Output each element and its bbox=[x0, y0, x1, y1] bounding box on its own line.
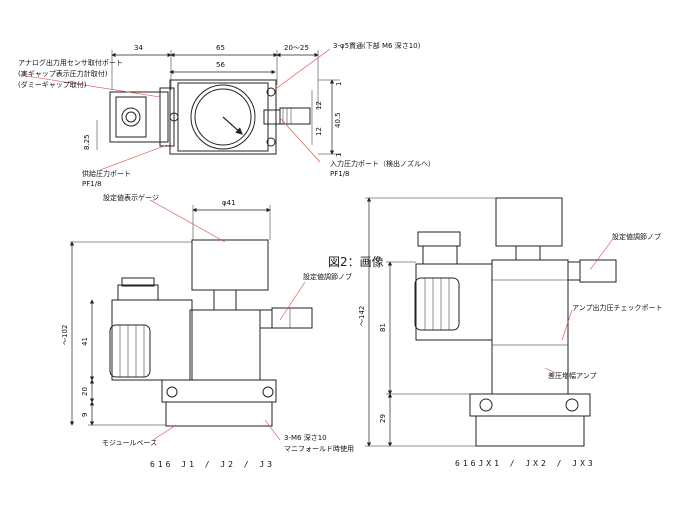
top-view bbox=[19, 48, 340, 171]
dim-40-5: 40.5 bbox=[334, 112, 342, 128]
callout-supply-thread: PF1/8 bbox=[82, 180, 102, 188]
callout-input-thread: PF1/8 bbox=[330, 170, 350, 178]
model-left: 616 J1 / J2 / J3 bbox=[150, 460, 276, 469]
callout-input-port: 入力圧力ポート（検出ノズルへ） bbox=[330, 160, 435, 168]
dim-dia-41: φ41 bbox=[222, 199, 236, 207]
dim-9: 9 bbox=[81, 412, 89, 417]
right-side-view bbox=[365, 197, 617, 447]
dim-1-a: 1 bbox=[335, 81, 343, 86]
model-right: 616JX1 / JX2 / JX3 bbox=[455, 459, 596, 468]
callout-analog-port-sub1: (実ギャップ表示圧力計取付) bbox=[18, 70, 108, 78]
callout-analog-port-sub2: (ダミーギャップ取付) bbox=[18, 81, 87, 89]
callout-analog-port: アナログ出力用センサ取付ポート bbox=[18, 59, 123, 67]
callout-m6: 3-M6 深さ10 bbox=[284, 434, 327, 442]
dim-12-a: 12 bbox=[315, 101, 323, 110]
dim-81: 81 bbox=[379, 323, 387, 332]
dim-8-25: 8.25 bbox=[83, 134, 91, 150]
callout-adjust-right: 設定値調節ノブ bbox=[612, 233, 661, 241]
dim-20: 20 bbox=[81, 387, 89, 396]
callout-gauge: 設定値表示ゲージ bbox=[103, 194, 159, 202]
callout-adjust-left: 設定値調節ノブ bbox=[303, 273, 352, 281]
dim-56: 56 bbox=[216, 61, 225, 69]
callout-supply-port: 供給圧力ポート bbox=[82, 170, 131, 178]
callout-manifold: マニフォールド時使用 bbox=[284, 445, 354, 453]
callout-through-hole: 3-φ5貫通(下部 M6 深さ10) bbox=[333, 42, 421, 50]
dim-20-25: 20～25 bbox=[284, 44, 309, 52]
dim-12-b: 12 bbox=[315, 127, 323, 136]
callout-check-port: アンプ出力圧チェックポート bbox=[572, 304, 663, 312]
left-side-view bbox=[69, 199, 313, 441]
dim-41: 41 bbox=[81, 337, 89, 346]
dim-142: ～142 bbox=[358, 305, 366, 326]
dim-29: 29 bbox=[379, 414, 387, 423]
dim-1-b: 1 bbox=[335, 152, 343, 157]
dim-102: ～102 bbox=[61, 324, 69, 345]
callout-amp: 差圧増幅アンプ bbox=[548, 372, 597, 380]
dim-65: 65 bbox=[216, 44, 225, 52]
figure-title: 図2：画像 bbox=[328, 255, 384, 269]
callout-module-base: モジュールベース bbox=[102, 439, 158, 447]
dim-34: 34 bbox=[134, 44, 143, 52]
